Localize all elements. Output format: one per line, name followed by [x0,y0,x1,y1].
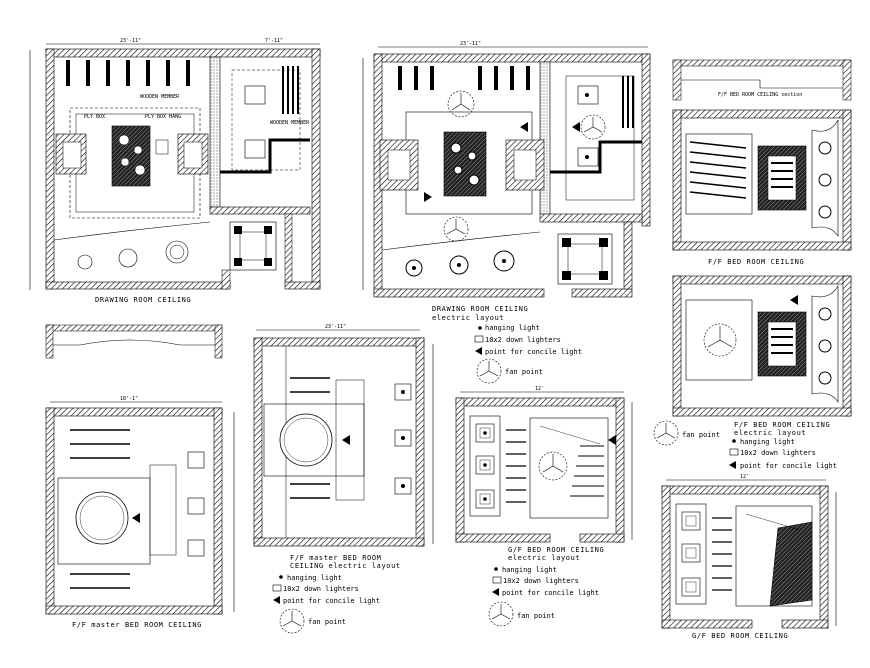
legend-fan-point: fan point [308,618,346,626]
legend-concile-light: point for concile light [283,597,380,605]
plan-ff-bed-section: F/F BED ROOM CEILING section [672,59,852,101]
plan-title: G/F BED ROOM CEILING [692,632,788,640]
legend-down-lighters: 10x2 down lighters [485,336,561,344]
legend-down-lighters: 10x2 down lighters [283,585,359,593]
plan-title: F/F master BED ROOM CEILING [72,621,202,629]
plan-title: DRAWING ROOM CEILING [432,305,528,313]
legend-concile-light: point for concile light [740,462,837,470]
legend-hanging-light: hanging light [502,566,557,574]
legend-down-lighters: 10x2 down lighters [503,577,579,585]
plan-subtitle: electric layout [432,314,504,322]
legend-hanging-light: hanging light [287,574,342,582]
plan-ff-bed-ceiling: F/F BED ROOM CEILING [672,109,852,266]
plan-title: DRAWING ROOM CEILING [95,296,191,304]
legend-block-4: hanging light 10x2 down lighters point f… [488,566,599,627]
plan-gf-bed-ceiling: 12' G/F BED ROOM CEILING [661,474,837,640]
note-ply-box-hang: PLY BOX HANG [145,114,181,120]
legend-down-lighters: 10x2 down lighters [740,449,816,457]
dim-label: 7'-11" [265,38,283,44]
note-wooden-member: WOODEN MEMBER [270,120,310,126]
dim-label: 23'-11" [460,41,481,47]
plan-title: F/F BED ROOM CEILING [734,421,830,429]
plan-subtitle: electric layout [734,429,806,437]
note-ply-box: PLY BOX [84,114,105,120]
legend-block-2: hanging light 10x2 down lighters point f… [272,574,380,634]
dim-label: 23'-11" [120,38,141,44]
legend-fan-point: fan point [505,368,543,376]
dim-label: 12' [535,386,544,392]
legend-hanging-light: hanging light [740,438,795,446]
dim-label: 23'-11" [325,324,346,330]
legend-fan-point: fan point [517,612,555,620]
plan-drawing-room-ceiling: 23'-11" 7'-11" WOODEN MEMBER PLY BOX PLY… [29,38,321,304]
note-wooden-member: WOODEN MEMBER [140,94,180,100]
plan-ff-master-section [45,324,223,359]
legend-hanging-light: hanging light [485,324,540,332]
plan-subtitle: electric layout [508,554,580,562]
dim-label: 12' [740,474,749,480]
plan-title: F/F BED ROOM CEILING [708,258,804,266]
legend-concile-light: point for concile light [485,348,582,356]
legend-block-3: fan point hanging light 10x2 down lighte… [653,420,837,470]
plan-ff-bed-electric: F/F BED ROOM CEILING electric layout [672,275,852,437]
plan-gf-bed-electric: 12' G/F BED ROOM CEILING electric lay [455,386,633,562]
plan-subtitle: CEILING electric layout [290,562,401,570]
plan-ff-master-electric: 23'-11" F/F master BED ROOM CEILING elec… [253,324,434,570]
plan-ff-master-ceiling: 18'-1" F/F master BED ROOM CEILING [45,396,235,629]
plan-title: F/F master BED ROOM [290,554,381,562]
plan-title: F/F BED ROOM CEILING section [718,92,802,98]
legend-block-1: hanging light 10x2 down lighters point f… [474,324,582,384]
plan-drawing-room-electric: 23'-11" [362,41,651,322]
plan-title: G/F BED ROOM CEILING [508,546,604,554]
legend-concile-light: point for concile light [502,589,599,597]
dim-label: 18'-1" [120,396,138,402]
legend-fan-point: fan point [682,431,720,439]
